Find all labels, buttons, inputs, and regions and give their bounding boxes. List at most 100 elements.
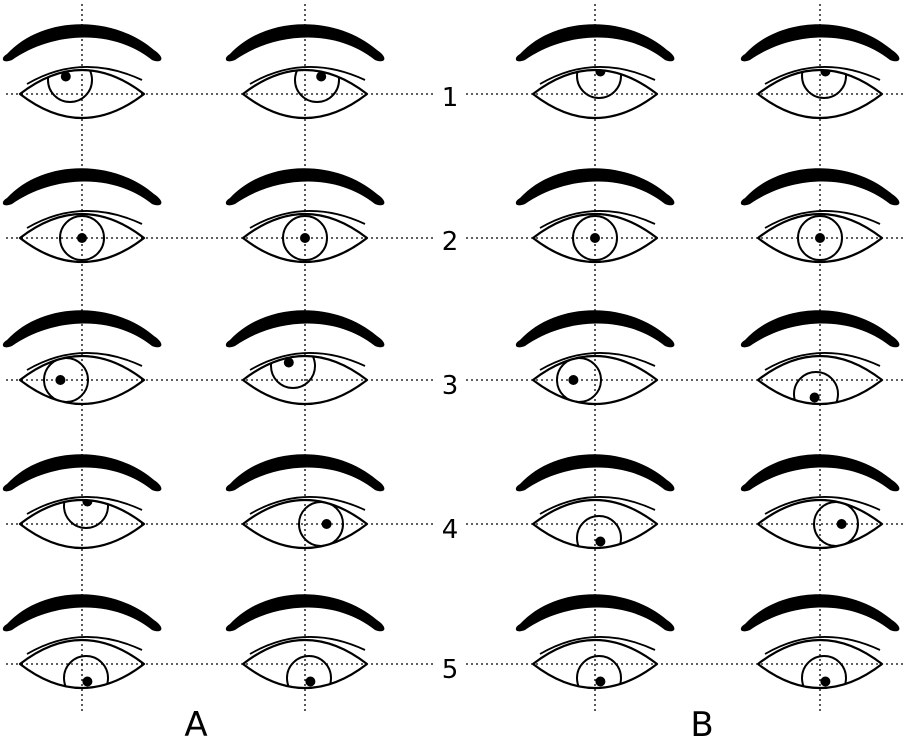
eyelid-outline xyxy=(531,355,659,405)
eyelid-outline xyxy=(756,355,884,405)
column-label-b: B xyxy=(690,705,713,744)
eyelid-crease xyxy=(539,352,656,371)
eyelid-outline xyxy=(756,499,884,549)
eyelid-outline xyxy=(756,69,884,119)
eyelid-crease xyxy=(764,496,881,515)
row-label-5: 5 xyxy=(442,655,459,685)
row-label-bg xyxy=(436,512,464,544)
pupil xyxy=(809,392,820,403)
eyebrow-shape xyxy=(225,24,385,62)
row-label-3: 3 xyxy=(442,371,459,401)
eyelid-outline xyxy=(531,499,659,549)
eyelid-outline xyxy=(756,639,884,689)
pupil xyxy=(283,357,294,368)
row-label-2: 2 xyxy=(442,227,459,257)
row-label-4: 4 xyxy=(442,515,459,545)
eye xyxy=(2,310,162,405)
iris xyxy=(801,655,847,688)
eye xyxy=(225,310,385,405)
eyebrow-shape xyxy=(2,24,162,62)
eye xyxy=(2,454,162,549)
labels: 1 2 3 4 5 A B xyxy=(184,80,714,744)
pupil xyxy=(77,233,87,243)
eye xyxy=(740,24,900,119)
eyebrow-shape xyxy=(515,168,675,206)
iris xyxy=(63,500,109,529)
eyelid-crease xyxy=(26,352,143,371)
eye xyxy=(740,310,900,405)
pupil xyxy=(305,676,316,687)
pupil xyxy=(590,233,600,243)
eye xyxy=(2,168,162,263)
eye xyxy=(2,594,162,689)
eyelid-outline xyxy=(241,639,369,689)
eye xyxy=(740,454,900,549)
eyebrow-shape xyxy=(515,24,675,62)
pupil xyxy=(820,70,831,77)
eyelid-outline xyxy=(18,213,146,263)
eyelid-crease xyxy=(249,66,366,85)
eyebrow-shape xyxy=(225,454,385,492)
eye xyxy=(225,24,385,119)
eye xyxy=(515,168,675,263)
eyebrow-shape xyxy=(225,168,385,206)
iris xyxy=(282,215,328,261)
pupil xyxy=(316,71,327,82)
iris xyxy=(797,215,843,261)
eye xyxy=(515,594,675,689)
eye xyxy=(515,24,675,119)
eyelid-crease xyxy=(764,352,881,371)
eye-grid xyxy=(2,24,900,689)
eyebrow-shape xyxy=(225,310,385,348)
eyebrow-shape xyxy=(2,454,162,492)
iris xyxy=(59,215,105,261)
eyelid-outline xyxy=(241,499,369,549)
eyebrow-shape xyxy=(740,24,900,62)
eyelid-crease xyxy=(539,636,656,655)
iris xyxy=(572,215,618,261)
eyelid-outline xyxy=(531,639,659,689)
eyelid-outline xyxy=(18,355,146,405)
eye xyxy=(225,594,385,689)
eyelid-crease xyxy=(764,210,881,229)
guide-lines xyxy=(6,4,906,712)
eyelid-outline xyxy=(18,69,146,119)
eyebrow-shape xyxy=(740,454,900,492)
eyelid-crease xyxy=(539,210,656,229)
pupil xyxy=(595,676,606,687)
eye xyxy=(740,594,900,689)
eyelid-crease xyxy=(764,636,881,655)
eyebrow-shape xyxy=(515,310,675,348)
eyelid-crease xyxy=(26,636,143,655)
eyelid-crease xyxy=(249,352,366,371)
eyelid-outline xyxy=(756,213,884,263)
eyelid-outline xyxy=(18,639,146,689)
iris xyxy=(286,655,332,688)
pupil xyxy=(568,375,579,385)
pupil xyxy=(595,536,606,547)
row-label-bg xyxy=(436,652,464,684)
pupil xyxy=(300,233,310,243)
eyebrow-shape xyxy=(740,310,900,348)
pupil xyxy=(815,233,825,243)
pupil xyxy=(82,676,93,687)
eyelid-crease xyxy=(539,496,656,515)
eye xyxy=(225,454,385,549)
eyelid-crease xyxy=(764,66,881,85)
column-label-a: A xyxy=(184,705,207,744)
iris xyxy=(294,70,340,103)
eyebrow-shape xyxy=(225,594,385,632)
pupil xyxy=(836,519,847,529)
eyebrow-shape xyxy=(515,454,675,492)
eyelid-outline xyxy=(241,213,369,263)
eyelid-outline xyxy=(531,69,659,119)
eyelid-crease xyxy=(249,636,366,655)
iris xyxy=(801,70,847,99)
eyebrow-shape xyxy=(2,310,162,348)
eyelid-crease xyxy=(26,66,143,85)
pupil xyxy=(595,70,606,77)
eyelid-outline xyxy=(18,499,146,549)
eyelid-crease xyxy=(249,496,366,515)
row-label-bg xyxy=(436,80,464,112)
eyebrow-shape xyxy=(515,594,675,632)
